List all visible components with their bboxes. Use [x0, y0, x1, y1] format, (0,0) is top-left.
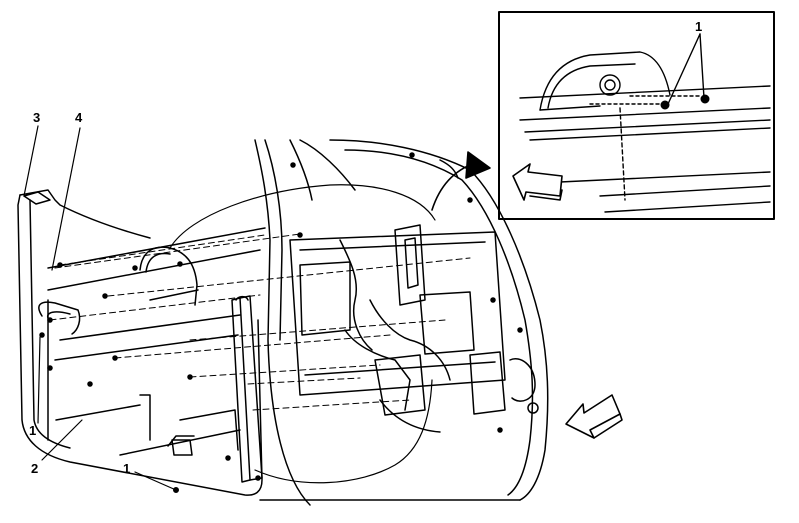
trim-panel	[17, 189, 266, 496]
fastener-dot	[173, 487, 179, 493]
callout-1-left: 1	[29, 423, 37, 438]
callout-4: 4	[75, 110, 83, 125]
callout-2: 2	[31, 461, 39, 476]
glass-outline	[169, 184, 436, 484]
callout-1-inset: 1	[695, 19, 703, 34]
alignment-lines	[49, 233, 471, 411]
callout-1-bottom: 1	[123, 461, 131, 476]
callout-3: 3	[33, 110, 41, 125]
detail-inset	[498, 11, 775, 220]
callout-leaders	[23, 125, 177, 491]
direction-arrow	[565, 394, 623, 439]
